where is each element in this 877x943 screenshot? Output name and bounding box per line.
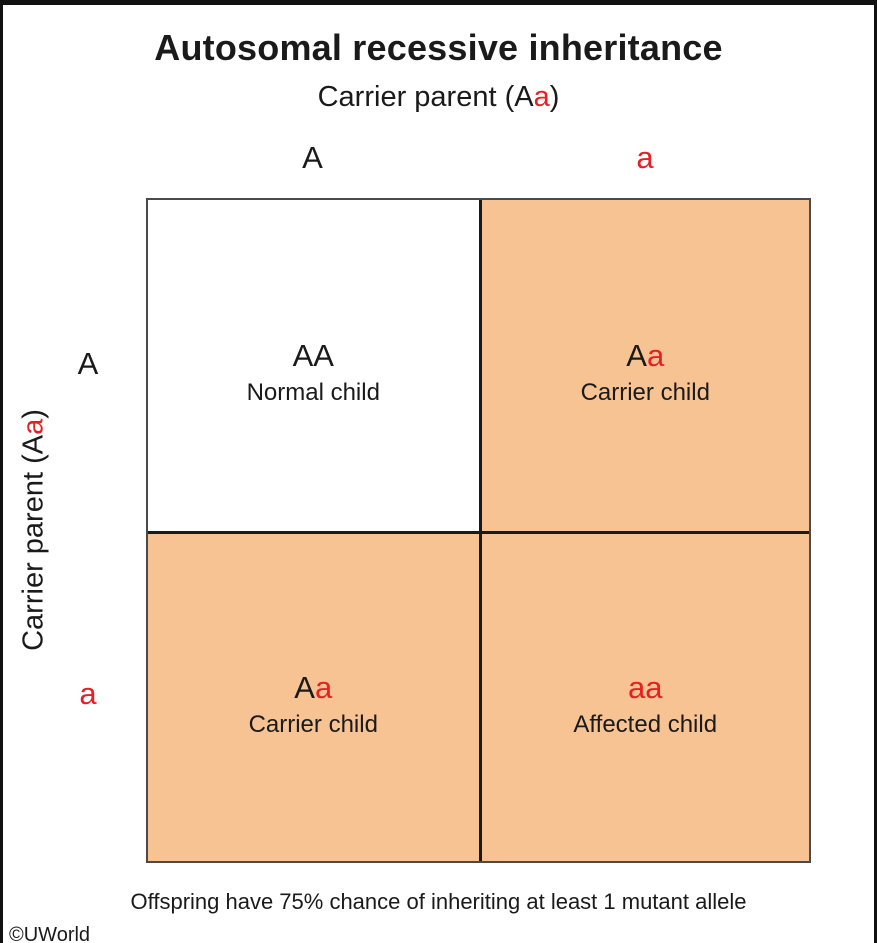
genotype-black-part: A: [294, 670, 315, 706]
genotype-AA: AA: [293, 339, 334, 373]
cell-label-carrier-child: Carrier child: [248, 711, 378, 739]
column-header-recessive-allele: a: [636, 140, 654, 175]
punnett-square-grid: AA Normal child Aa Carrier child Aa Carr…: [146, 198, 811, 863]
genotype-aa: aa: [628, 671, 662, 705]
top-parent-label-text: Carrier parent (A: [317, 81, 534, 113]
column-header-dominant-allele: A: [302, 140, 323, 175]
genotype-Aa: Aa: [294, 671, 332, 705]
left-parent-label-text: Carrier parent (A: [17, 434, 50, 651]
left-parent-label: Carrier parent (Aa): [18, 409, 51, 651]
punnett-cell-Aa-carrier-top: Aa Carrier child: [478, 200, 809, 531]
diagram-title: Autosomal recessive inheritance: [154, 27, 723, 68]
uworld-copyright: ©UWorld: [9, 924, 91, 943]
top-parent-label: Carrier parent (Aa): [3, 81, 874, 114]
left-parent-label-close: ): [17, 409, 50, 419]
row-header-recessive-allele: a: [79, 676, 97, 711]
left-parent-red-allele: a: [17, 418, 50, 435]
genotype-red-part: aa: [628, 670, 663, 706]
genotype-black-part: A: [626, 338, 647, 374]
punnett-cell-AA-normal: AA Normal child: [148, 200, 479, 531]
genotype-red-part: a: [314, 670, 333, 706]
punnett-cell-Aa-carrier-bottom: Aa Carrier child: [148, 530, 479, 861]
cell-label-affected-child: Affected child: [573, 711, 718, 739]
top-parent-red-allele: a: [533, 81, 550, 113]
top-parent-label-close: ): [549, 81, 560, 113]
cell-label-carrier-child: Carrier child: [580, 379, 710, 407]
genotype-red-part: a: [646, 338, 665, 374]
punnett-cell-aa-affected: aa Affected child: [478, 530, 809, 861]
offspring-probability-caption: Offspring have 75% chance of inheriting …: [130, 889, 747, 914]
genotype-Aa: Aa: [626, 339, 664, 373]
row-header-dominant-allele: A: [77, 346, 99, 381]
cell-label-normal-child: Normal child: [246, 379, 380, 407]
genotype-black-part: AA: [292, 338, 334, 374]
